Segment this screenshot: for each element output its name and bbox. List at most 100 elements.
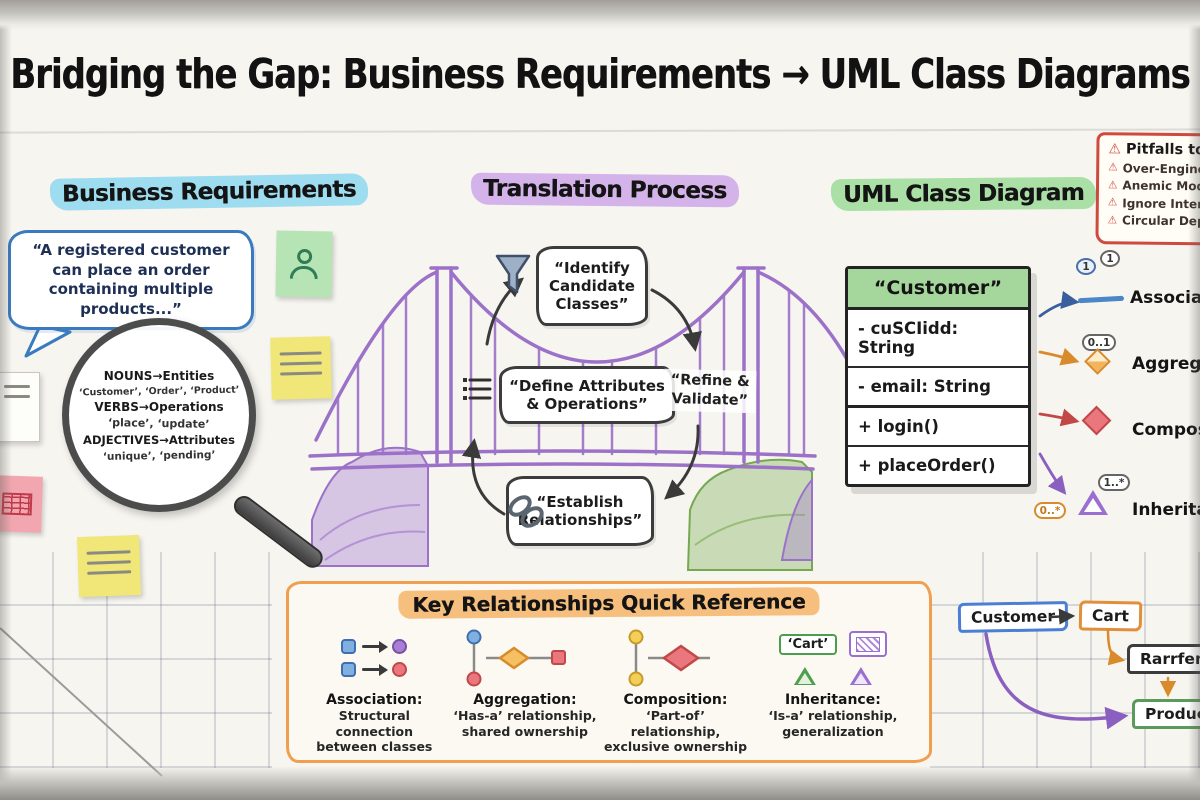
step-define-attributes: “Define Attributes & Operations”	[499, 366, 675, 424]
association-desc: Structural connection	[335, 708, 414, 739]
uml-attribute-custid: - cuSCIidd: String	[848, 310, 1028, 368]
person-icon	[296, 248, 312, 265]
composition-reference: Composition: ‘Part-of’ relationship, exc…	[602, 628, 749, 755]
step-define-label: “Define Attributes & Operations”	[509, 377, 665, 413]
warning-icon: ⚠	[1107, 179, 1118, 192]
association-line-symbol	[1077, 295, 1125, 304]
mini-class-product: Product	[1132, 699, 1200, 729]
aggregation-multiplicity-badge: 0..1	[1082, 334, 1116, 351]
inheritance-name: Inheritance:	[784, 692, 881, 708]
quick-reference-title: Key Relationships Quick Reference	[398, 587, 820, 619]
inheritance-label: Inheritance	[1132, 500, 1200, 520]
mini-class-customer: Customer	[957, 601, 1069, 633]
pitfall-item: ⚠ Over-Engineering	[1108, 161, 1200, 176]
aggregation-reference: Aggregation: ‘Has-a’ relationship, share…	[448, 628, 602, 755]
left-riverbank	[311, 446, 429, 567]
adjectives-rule: ADJECTIVES→Attributes	[83, 432, 235, 447]
aggregation-name: Aggregation:	[473, 692, 577, 708]
warning-icon: ⚠	[1107, 196, 1118, 209]
sticky-note-yellow	[270, 336, 332, 400]
composition-label: Composition	[1132, 420, 1200, 440]
inheritance-desc: generalization	[782, 723, 884, 739]
speech-bubble-tail	[24, 324, 72, 358]
inheritance-multiplicity-badge-left: 0..*	[1034, 502, 1066, 519]
warning-icon: ⚠	[1107, 214, 1118, 227]
hatched-class-chip	[849, 631, 888, 657]
class-node-icon	[341, 639, 357, 654]
pitfalls-callout: ⚠ Pitfalls to Avoid ⚠ Over-Engineering ⚠…	[1095, 132, 1200, 246]
magnifying-glass-lens: NOUNS→Entities ‘Customer’, ‘Order’, ‘Pro…	[62, 318, 256, 512]
hatch-icon	[856, 636, 881, 652]
list-icon	[463, 378, 492, 400]
warning-icon: ⚠	[1108, 141, 1122, 158]
aggregation-desc: shared ownership	[461, 723, 588, 739]
association-label: Association	[1130, 288, 1200, 308]
mini-class-cart: Cart	[1078, 600, 1143, 632]
paper-edge-right	[1188, 0, 1200, 800]
requirement-text: “A registered customer can place an orde…	[32, 241, 230, 318]
composition-desc: exclusive ownership	[603, 739, 748, 755]
inheritance-diagram: ‘Cart’	[778, 628, 888, 688]
inheritance-reference: ‘Cart’ Inheritance: ‘Is-a’ relationship,…	[749, 628, 917, 755]
aggregation-diagram	[460, 628, 590, 688]
sticky-note-white	[0, 372, 40, 442]
inheritance-desc: ‘Is-a’ relationship,	[768, 708, 898, 723]
heading-uml-class-diagram: UML Class Diagram	[830, 176, 1097, 212]
right-riverbank	[686, 458, 813, 571]
composition-name: Composition:	[623, 692, 728, 708]
torn-paper-edge-top	[0, 0, 1200, 30]
uml-method-login: + login()	[848, 408, 1028, 447]
aggregation-diamond-icon	[1084, 348, 1111, 375]
step-establish-label: “Establish Relationships”	[517, 493, 643, 529]
pitfall-item: ⚠ Anemic Models	[1108, 178, 1200, 193]
cart-class-chip: ‘Cart’	[778, 633, 838, 655]
composition-diamond-icon	[1081, 405, 1112, 436]
page-title: Bridging the Gap: Business Requirements …	[10, 50, 1190, 98]
uml-attribute-email: - email: String	[848, 368, 1028, 408]
adjectives-examples: ‘unique’, ‘pending’	[102, 448, 216, 463]
paper-crease	[0, 128, 1200, 134]
sticky-note-yellow-2	[76, 534, 142, 598]
aggregation-label: Aggregation	[1132, 354, 1200, 374]
aggregation-desc: ‘Has-a’ relationship,	[453, 708, 597, 723]
inheritance-triangle-icon	[1078, 490, 1108, 515]
sticky-note-person	[275, 230, 333, 298]
legend-arrows	[1038, 290, 1080, 495]
uml-method-placeorder: + placeOrder()	[858, 456, 996, 475]
inheritance-multiplicity-badge-top: 1..*	[1098, 474, 1130, 491]
mini-class-rarrfem: Rarrfem	[1127, 644, 1200, 674]
nouns-rule: NOUNS→Entities	[103, 368, 215, 383]
pitfall-item: ⚠ Circular Dependencies	[1107, 213, 1200, 229]
association-multiplicity-badge-2: 1	[1100, 250, 1120, 267]
uml-class-customer: “Customer” - cuSCIidd: String - email: S…	[845, 266, 1031, 487]
requirement-speech-bubble: “A registered customer can place an orde…	[8, 230, 254, 330]
pitfall-item: ⚠ Ignore Interfaces	[1108, 196, 1200, 211]
heading-business-requirements: Business Requirements	[49, 173, 369, 211]
composition-diagram	[620, 628, 730, 688]
person-shoulders-icon	[289, 265, 318, 280]
warning-icon: ⚠	[1108, 161, 1118, 174]
quick-reference-panel: Key Relationships Quick Reference Associ…	[286, 581, 932, 763]
heading-translation-process: Translation Process	[470, 172, 739, 208]
association-name: Association:	[326, 692, 423, 708]
step-establish-relationships: “Establish Relationships”	[506, 476, 654, 546]
class-node-icon	[341, 662, 357, 677]
composition-desc: ‘Part-of’ relationship,	[630, 708, 721, 739]
association-reference: Association: Structural connection betwe…	[301, 628, 448, 755]
nouns-examples: ‘Customer’, ‘Order’, ‘Product’	[78, 384, 240, 398]
torn-paper-edge-bottom	[0, 766, 1200, 800]
arrow-icon	[362, 640, 389, 653]
verbs-rule: VERBS→Operations	[94, 399, 224, 414]
step-identify-label: “Identify Candidate Classes”	[549, 259, 635, 313]
paper-edge-left	[0, 0, 12, 800]
inheritance-triangle-green-icon	[793, 667, 816, 685]
arrow-icon	[362, 663, 389, 676]
uml-class-name: “Customer”	[848, 269, 1028, 310]
association-multiplicity-badge: 1	[1076, 258, 1096, 275]
class-node-icon	[392, 662, 408, 677]
funnel-icon	[495, 254, 531, 294]
step-refine-validate: “Refine & Validate”	[663, 368, 757, 413]
association-diagram	[341, 628, 408, 688]
association-desc: between classes	[316, 739, 433, 755]
